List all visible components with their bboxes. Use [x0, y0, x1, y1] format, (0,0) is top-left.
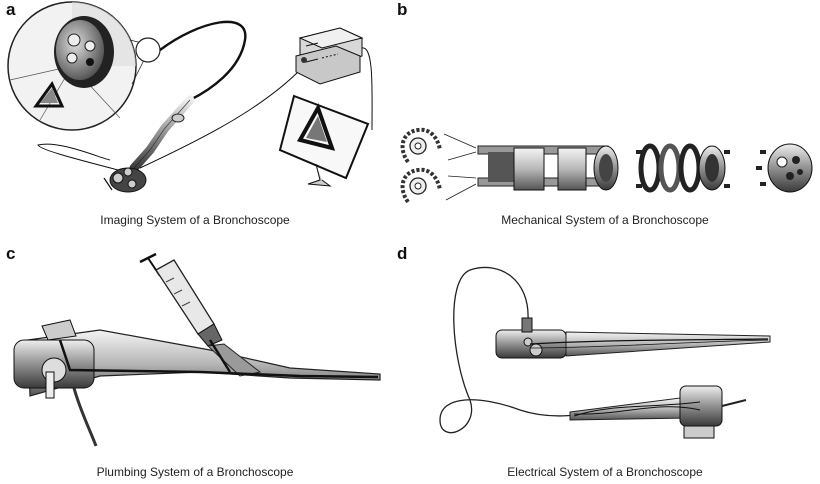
panel-a-imaging-illustration [7, 1, 373, 193]
panel-b-mechanical-illustration [400, 127, 813, 204]
panel-b-caption: Mechanical System of a Bronchoscope [501, 213, 709, 227]
video-processor [295, 27, 364, 85]
panel-c-caption: Plumbing System of a Bronchoscope [96, 465, 294, 479]
panel-d-electrical-illustration [439, 266, 771, 439]
ring-links [636, 143, 730, 193]
articulation-tube [477, 145, 619, 191]
lower-scope-d [569, 385, 747, 439]
panel-a-caption: Imaging System of a Bronchoscope [100, 213, 290, 227]
chain-gear-top [400, 127, 442, 164]
panel-c-plumbing-illustration [13, 252, 381, 447]
distal-tip [756, 143, 813, 193]
panel-d-caption: Electrical System of a Bronchoscope [507, 465, 703, 479]
upper-scope-d [495, 317, 771, 359]
magnified-tip-view [7, 1, 137, 131]
scope-body-c [13, 319, 381, 399]
panel-d-letter: d [397, 244, 408, 263]
chain-gear-bottom [400, 167, 442, 204]
syringe [139, 252, 223, 347]
display-monitor [278, 94, 370, 187]
scope-handpiece [109, 167, 147, 193]
panel-b-letter: b [397, 0, 408, 19]
panel-c-letter: c [6, 244, 16, 263]
panel-a-letter: a [6, 0, 16, 19]
